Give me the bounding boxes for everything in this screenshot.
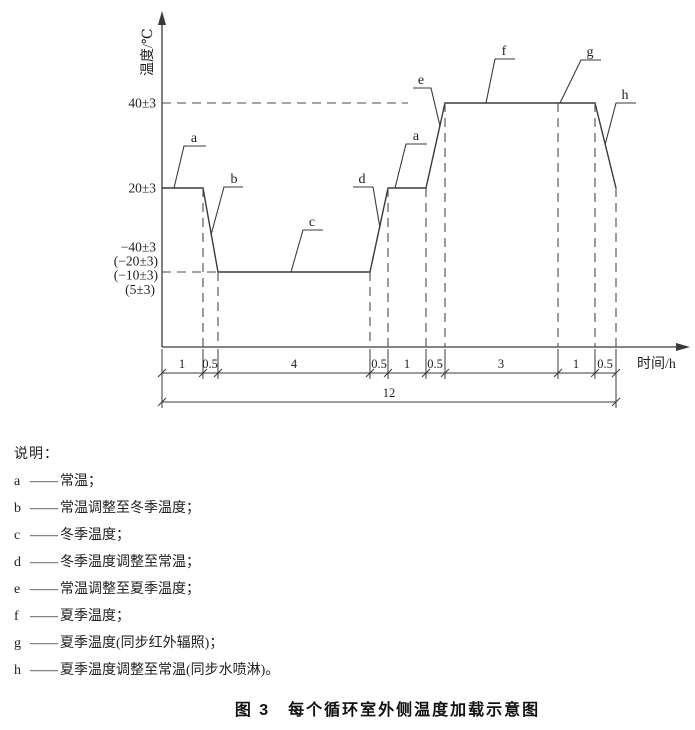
- legend-key-d: d: [14, 555, 21, 570]
- y-label-normal: 20±3: [128, 181, 156, 196]
- legend-key-b: b: [14, 501, 21, 516]
- segment-label-1: 1: [179, 357, 185, 371]
- segment-label-5: 1: [404, 357, 410, 371]
- x-axis-title: 时间/h: [637, 356, 676, 372]
- leader-d: [353, 186, 381, 229]
- legend-dash: ——: [30, 609, 58, 624]
- legend-dash: ——: [30, 474, 58, 489]
- phase-letter-e: e: [418, 73, 424, 88]
- legend-dash: ——: [30, 555, 58, 570]
- legend-item-c: c ——冬季温度；: [14, 522, 279, 549]
- legend-title: 说明：: [14, 447, 59, 462]
- legend-dash: ——: [30, 636, 58, 651]
- figure-caption: 图 3 每个循环室外侧温度加载示意图: [234, 702, 541, 719]
- leader-h: [604, 102, 636, 146]
- phase-letter-a2: a: [413, 129, 420, 144]
- segment-label-9: 0.5: [597, 357, 613, 371]
- phase-label-leaders: [173, 58, 636, 273]
- leader-a1: [173, 145, 206, 189]
- phase-letter-d: d: [359, 172, 366, 187]
- axes: [161, 24, 678, 348]
- segment-label-7: 3: [498, 357, 504, 371]
- leader-g: [559, 59, 601, 104]
- segment-label-4: 0.5: [371, 357, 387, 371]
- segment-label-6: 0.5: [427, 357, 443, 371]
- phase-letter-f: f: [502, 44, 507, 59]
- phase-letter-g: g: [587, 45, 594, 60]
- dimension-lines: [157, 349, 621, 408]
- leader-f: [485, 58, 515, 104]
- y-axis-labels: 40±3 20±3 −40±3 (−20±3) (−10±3) (5±3): [114, 96, 158, 298]
- legend-dash: ——: [30, 528, 58, 543]
- legend: 说明： a——常温； b——常温调整至冬季温度； c——冬季温度； d——冬季温…: [14, 441, 279, 684]
- legend-dash: ——: [30, 501, 58, 516]
- y-label-winter1: −40±3: [121, 240, 157, 255]
- legend-text-c: 冬季温度；: [60, 528, 130, 543]
- phase-letters: a b c d a e f g h: [191, 44, 629, 230]
- segment-label-2: 0.5: [202, 357, 218, 371]
- legend-item-a: a ——常温；: [14, 468, 279, 495]
- y-axis-title: 温度/℃: [140, 28, 156, 76]
- phase-letter-b: b: [231, 172, 238, 187]
- phase-letter-a1: a: [191, 131, 198, 146]
- y-axis-arrow-icon: [158, 11, 166, 25]
- segment-label-8: 1: [573, 357, 579, 371]
- legend-item-h: h ——夏季温度调整至常温(同步水喷淋)。: [14, 657, 279, 684]
- legend-text-d: 冬季温度调整至常温；: [60, 555, 200, 570]
- phase-letter-c: c: [309, 215, 315, 230]
- legend-dash: ——: [30, 582, 58, 597]
- x-axis-arrow-icon: [676, 343, 690, 351]
- legend-text-g: 夏季温度(同步红外辐照)；: [60, 636, 224, 651]
- y-label-summer: 40±3: [128, 96, 156, 111]
- dimension-tick-slashes: [157, 368, 621, 407]
- legend-key-a: a: [14, 474, 21, 489]
- legend-text-h: 夏季温度调整至常温(同步水喷淋)。: [60, 663, 280, 678]
- legend-key-g: g: [14, 636, 21, 651]
- legend-key-h: h: [14, 663, 21, 678]
- reference-dashed-lines: [162, 102, 617, 347]
- legend-item-f: f ——夏季温度；: [14, 603, 279, 630]
- legend-text-b: 常温调整至冬季温度；: [60, 501, 200, 516]
- leader-a2: [394, 143, 427, 189]
- segment-label-3: 4: [291, 357, 298, 371]
- legend-key-f: f: [14, 609, 19, 624]
- leader-c: [290, 229, 323, 273]
- legend-dash: ——: [30, 663, 58, 678]
- legend-item-b: b ——常温调整至冬季温度；: [14, 495, 279, 522]
- legend-item-d: d ——冬季温度调整至常温；: [14, 549, 279, 576]
- legend-text-a: 常温；: [60, 474, 102, 489]
- legend-text-f: 夏季温度；: [60, 609, 130, 624]
- legend-key-e: e: [14, 582, 21, 597]
- total-duration-label: 12: [383, 386, 396, 400]
- y-label-winter3: (−10±3): [114, 268, 158, 283]
- leader-e: [413, 87, 441, 127]
- leader-b: [210, 186, 243, 236]
- phase-letter-h: h: [622, 88, 629, 103]
- segment-duration-labels: 1 0.5 4 0.5 1 0.5 3 1 0.5 12: [179, 357, 613, 400]
- legend-item-e: e ——常温调整至夏季温度；: [14, 576, 279, 603]
- legend-text-e: 常温调整至夏季温度；: [60, 582, 200, 597]
- y-label-winter2: (−20±3): [114, 254, 158, 269]
- temperature-profile-diagram: a b c d a e f g h 40±3 20±3 −40±3 (−20±3…: [114, 11, 690, 408]
- legend-item-g: g ——夏季温度(同步红外辐照)；: [14, 630, 279, 657]
- y-label-winter4: (5±3): [125, 282, 155, 297]
- legend-key-c: c: [14, 528, 21, 543]
- dimension-extension-lines: [161, 349, 617, 408]
